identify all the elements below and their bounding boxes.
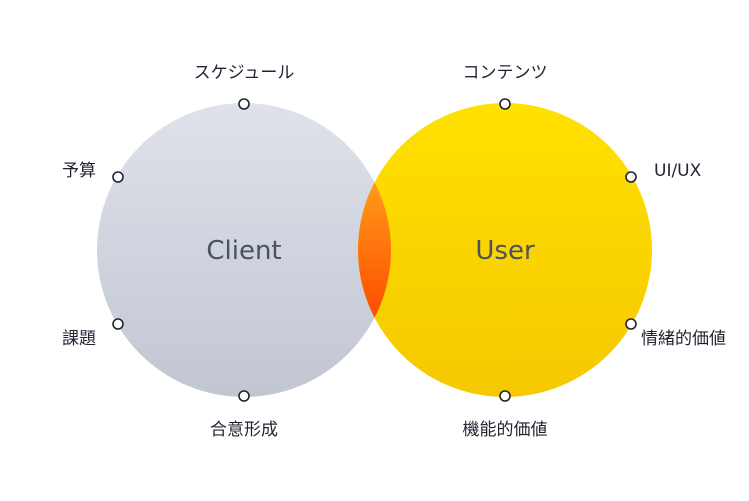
label-user-uiux: UI/UX	[654, 161, 702, 181]
node-client-consensus[interactable]	[238, 390, 250, 402]
label-user-functional: 機能的価値	[462, 420, 548, 440]
label-client-issue: 課題	[62, 329, 96, 349]
label-user-contents: コンテンツ	[462, 63, 548, 83]
label-client-consensus: 合意形成	[210, 420, 278, 440]
user-circle	[358, 103, 652, 397]
label-client-budget: 予算	[62, 161, 96, 181]
node-user-functional[interactable]	[499, 390, 511, 402]
user-title: User	[475, 236, 535, 266]
node-client-schedule[interactable]	[238, 98, 250, 110]
node-user-uiux[interactable]	[625, 171, 637, 183]
client-title: Client	[206, 236, 282, 266]
node-client-issue[interactable]	[112, 318, 124, 330]
label-client-schedule: スケジュール	[193, 63, 295, 83]
node-client-budget[interactable]	[112, 171, 124, 183]
client-circle	[97, 103, 391, 397]
node-user-emotional[interactable]	[625, 318, 637, 330]
node-user-contents[interactable]	[499, 98, 511, 110]
label-user-emotional: 情緒的価値	[641, 329, 726, 349]
